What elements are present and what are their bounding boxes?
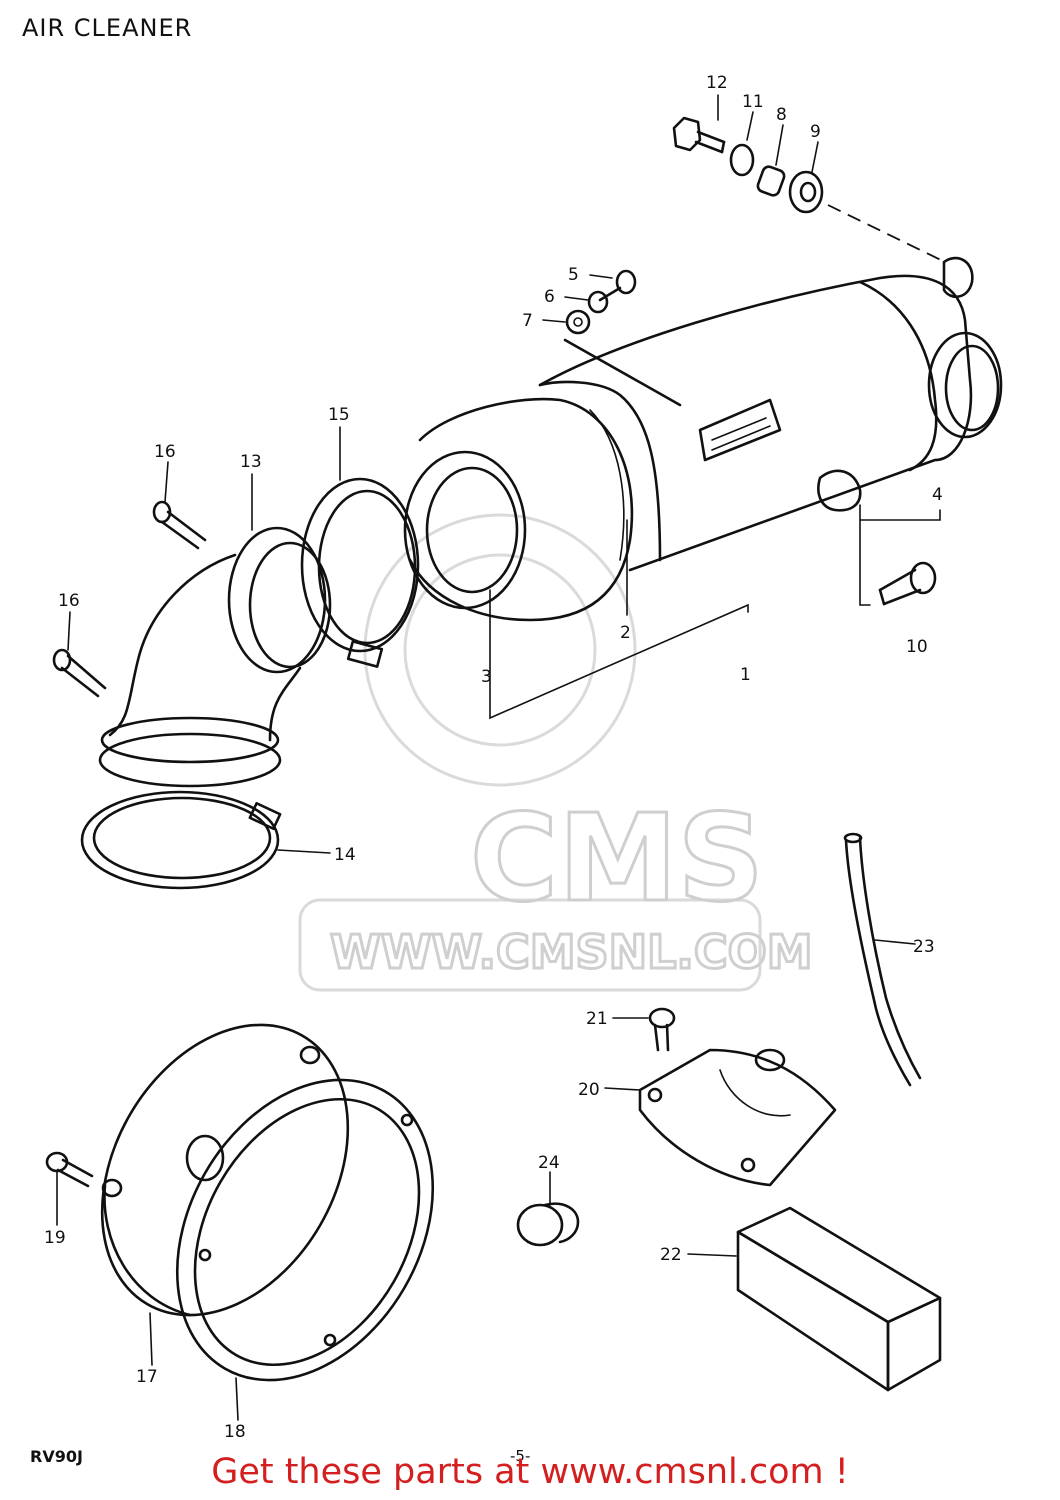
- label-part-6: 6: [544, 287, 555, 307]
- part-screw-21: [648, 1007, 676, 1052]
- label-part-5: 5: [568, 265, 579, 285]
- part-plug-24: [516, 1202, 580, 1247]
- label-part-10: 10: [906, 637, 928, 657]
- part-air-cleaner-case-1: [538, 256, 1003, 572]
- label-part-18: 18: [224, 1422, 246, 1442]
- part-element-2: [403, 397, 634, 622]
- model-code: RV90J: [30, 1447, 83, 1466]
- label-part-20: 20: [578, 1080, 600, 1100]
- label-part-21: 21: [586, 1009, 608, 1029]
- label-part-17: 17: [136, 1367, 158, 1387]
- part-intake-elbow-13: [98, 526, 332, 788]
- label-part-13: 13: [240, 452, 262, 472]
- label-part-7: 7: [522, 311, 533, 331]
- label-part-19: 19: [44, 1228, 66, 1248]
- label-part-2: 2: [620, 623, 631, 643]
- label-part-3: 3: [481, 667, 492, 687]
- label-part-16-upper: 16: [154, 442, 176, 462]
- label-part-8: 8: [776, 105, 787, 125]
- part-bolt-12: [672, 116, 726, 154]
- promo-link[interactable]: Get these parts at www.cmsnl.com !: [211, 1452, 849, 1492]
- part-screw-19: [45, 1151, 94, 1188]
- label-part-23: 23: [913, 937, 935, 957]
- part-washer-6: [587, 290, 609, 314]
- part-bolt-10: [878, 561, 937, 606]
- part-case-cover-17: [100, 1023, 350, 1317]
- label-leader-lines: [56, 94, 916, 1421]
- cms-watermark-logo: CMS WWW.CMSNL.COM: [298, 513, 814, 992]
- page-number: -5-: [510, 1447, 531, 1465]
- part-number-labels: 1 2 3 4 5 6 7 8 9 10 11 12 13 14 15 16 1…: [44, 73, 943, 1442]
- part-gasket-18: [175, 1078, 435, 1382]
- part-element-block-22: [736, 1206, 942, 1392]
- label-part-15: 15: [328, 405, 350, 425]
- label-part-16-lower: 16: [58, 591, 80, 611]
- assembly-bracket-lines: [489, 504, 941, 720]
- label-part-11: 11: [742, 92, 764, 112]
- page-title: AIR CLEANER: [22, 14, 193, 42]
- watermark-url-text: WWW.CMSNL.COM: [330, 925, 813, 979]
- label-part-9: 9: [810, 122, 821, 142]
- part-nut-7: [565, 309, 591, 335]
- label-part-4: 4: [932, 485, 943, 505]
- part-clamp-14: [80, 790, 282, 890]
- part-bolt-16-upper: [152, 500, 207, 550]
- watermark-logo-text: CMS: [470, 790, 764, 929]
- label-part-12: 12: [706, 73, 728, 93]
- label-part-1: 1: [740, 665, 751, 685]
- part-cap-plate-20: [638, 1048, 837, 1187]
- part-grommet-9: [788, 170, 824, 214]
- label-part-14: 14: [334, 845, 356, 865]
- part-clamp-15: [300, 477, 420, 668]
- label-part-22: 22: [660, 1245, 682, 1265]
- part-washer-11: [729, 143, 755, 177]
- part-breather-hose-23: [843, 832, 922, 1087]
- label-part-24: 24: [538, 1153, 560, 1173]
- part-collar-8: [756, 165, 786, 197]
- part-screw-5: [598, 269, 637, 302]
- assembly-line-9: [827, 204, 946, 263]
- part-bolt-16-lower: [52, 648, 107, 698]
- assembly-line-7: [563, 338, 682, 407]
